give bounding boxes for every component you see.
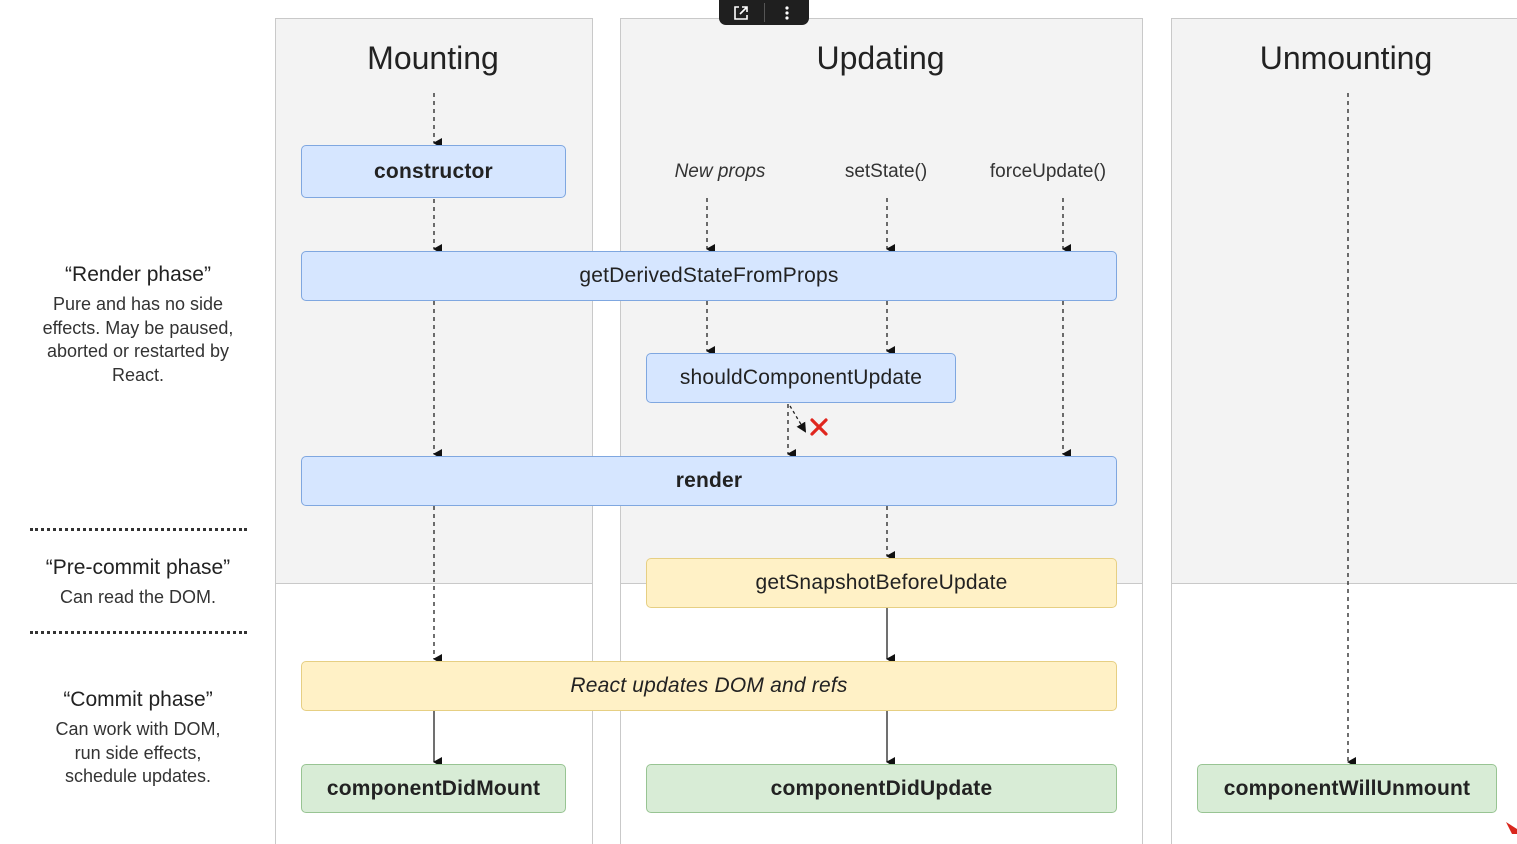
mounting-title: Mounting	[367, 40, 499, 76]
render-box: render	[301, 456, 1117, 506]
commit-phase-title: “Commit phase”	[63, 688, 213, 711]
separator-bottom	[30, 631, 247, 634]
commit-phase-desc: Can work with DOM, run side effects, sch…	[55, 719, 221, 786]
more-options-button[interactable]	[765, 0, 810, 25]
trigger-new-props: New props	[674, 161, 766, 182]
react-updates-dom-box: React updates DOM and refs	[301, 661, 1117, 711]
precommit-phase-desc: Can read the DOM.	[59, 587, 217, 607]
precommit-phase-title: “Pre-commit phase”	[45, 556, 231, 579]
component-did-mount-box: componentDidMount	[301, 764, 566, 813]
render-phase-label: “Render phase” Pure and has no side effe…	[28, 263, 248, 387]
arrow-scu-cancel	[789, 405, 807, 433]
component-did-update-box: componentDidUpdate	[646, 764, 1117, 813]
toolbar-divider	[763, 3, 765, 22]
should-component-update-box: shouldComponentUpdate	[646, 353, 956, 403]
trigger-set-state: setState()	[844, 161, 928, 182]
x-mark-icon	[810, 418, 828, 436]
component-will-unmount-box: componentWillUnmount	[1197, 764, 1497, 813]
trigger-force-update: forceUpdate()	[989, 161, 1107, 182]
open-external-icon	[734, 5, 749, 20]
get-snapshot-before-update-box: getSnapshotBeforeUpdate	[646, 558, 1117, 608]
image-toolbar	[719, 0, 809, 25]
more-vertical-icon	[785, 5, 789, 20]
precommit-phase-label: “Pre-commit phase” Can read the DOM.	[28, 556, 248, 610]
render-phase-desc: Pure and has no side effects. May be pau…	[42, 294, 234, 385]
commit-phase-label: “Commit phase” Can work with DOM, run si…	[28, 688, 248, 789]
constructor-box: constructor	[301, 145, 566, 198]
open-external-button[interactable]	[719, 0, 764, 25]
updating-title: Updating	[816, 40, 945, 76]
unmounting-title: Unmounting	[1259, 40, 1433, 76]
get-derived-state-from-props-box: getDerivedStateFromProps	[301, 251, 1117, 301]
separator-top	[30, 528, 247, 531]
render-phase-title: “Render phase”	[65, 263, 211, 286]
unmounting-column	[1171, 18, 1517, 584]
corner-mark	[1506, 822, 1517, 834]
